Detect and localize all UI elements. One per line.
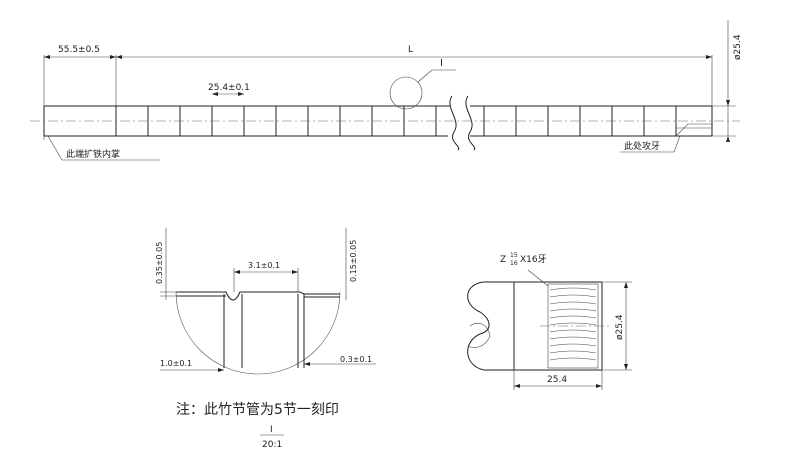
scale-label: I [270, 425, 273, 435]
thread-view: Z 15 16 X16牙 ø25.4 25.4 [467, 252, 632, 390]
dim-end-length: 55.5±0.5 [58, 45, 100, 55]
dim-diameter-main: ø25.4 [733, 34, 743, 60]
dim-groove-width: 3.1±0.1 [248, 261, 280, 270]
thread-length: 25.4 [547, 375, 567, 385]
footer-note: 注：此竹节管为5节一刻印 [176, 402, 339, 418]
scale-value: 20:1 [262, 440, 282, 450]
detail-circle [389, 76, 423, 110]
footer-notes: 注：此竹节管为5节一刻印 I 20:1 [176, 402, 339, 450]
break-mark [449, 95, 460, 151]
thread-fraction-bottom: 16 [510, 260, 518, 267]
dim-bottom-right: 0.3±0.1 [340, 355, 372, 364]
detail-view-groove: 0.35±0.05 0.15±0.05 3.1±0.1 1.0±0.1 0.3±… [155, 228, 376, 375]
detail-marker: I [440, 58, 443, 69]
dim-pitch: 25.4±0.1 [208, 83, 250, 93]
thread-diameter: ø25.4 [615, 314, 625, 340]
main-pipe-view: 55.5±0.5 L ø25.4 [30, 20, 743, 161]
note-right-end: 此处攻牙 [624, 140, 660, 152]
thread-prefix: Z [500, 255, 506, 265]
dim-left-height: 0.35±0.05 [155, 242, 164, 284]
thread-suffix: X16牙 [520, 254, 547, 265]
thread-lines [549, 287, 597, 361]
note-left-end: 此端扩铁内掌 [66, 148, 120, 160]
dim-right-height: 0.15±0.05 [349, 240, 358, 282]
dim-bottom-left: 1.0±0.1 [160, 359, 192, 368]
thread-fraction-top: 15 [510, 252, 518, 259]
dim-total-length: L [408, 45, 413, 55]
